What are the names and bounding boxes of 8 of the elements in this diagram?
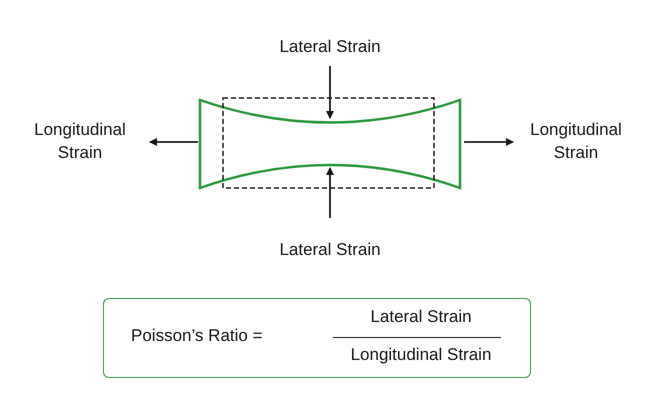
denominator: Longitudinal Strain	[350, 344, 492, 366]
formula-label: Poisson’s Ratio =	[131, 325, 263, 347]
formula-box	[103, 298, 531, 378]
numerator: Lateral Strain	[369, 306, 473, 328]
strain-label: Lateral Strain	[278, 239, 382, 261]
strain-label: Longitudinal Strain	[529, 119, 623, 164]
strain-label: Longitudinal Strain	[33, 119, 127, 164]
strain-label: Lateral Strain	[278, 36, 382, 58]
